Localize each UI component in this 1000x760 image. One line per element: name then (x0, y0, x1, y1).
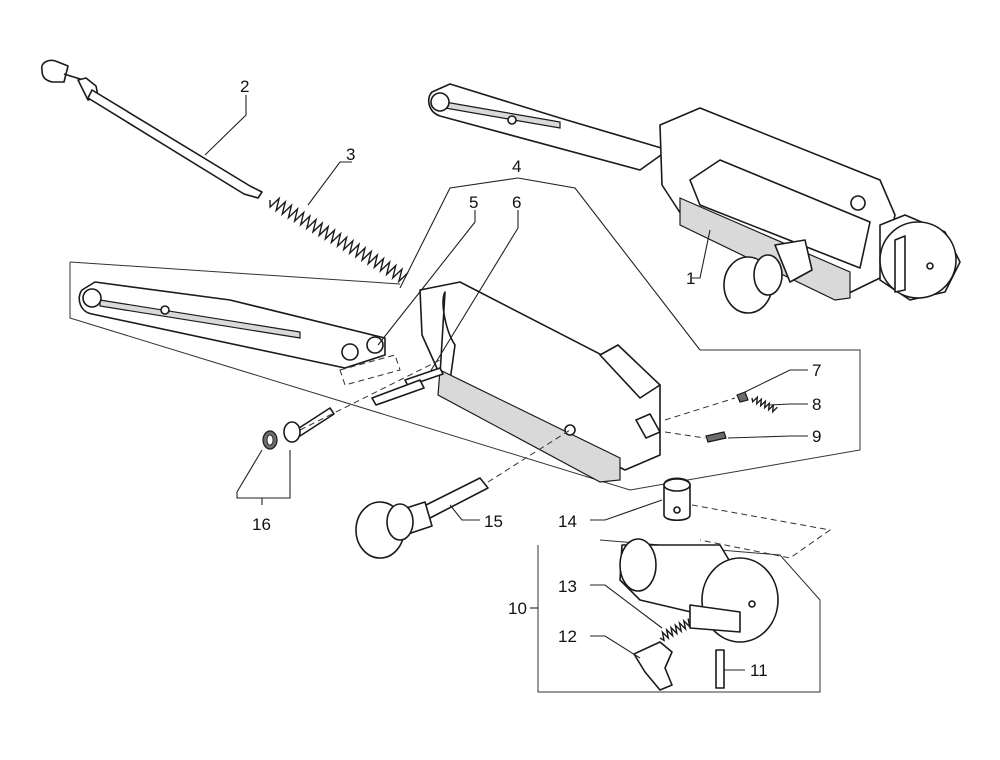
lower-lever-arm (78, 281, 386, 369)
callout-4: 4 (512, 157, 521, 176)
part-15-plunger (355, 477, 489, 559)
callout-labels: 2 3 4 5 6 1 7 8 9 16 15 14 13 10 12 11 (240, 77, 821, 680)
callout-12: 12 (558, 627, 577, 646)
callout-2: 2 (240, 77, 249, 96)
callout-11: 11 (750, 661, 768, 680)
callout-15: 15 (484, 512, 503, 531)
leader-lines (204, 95, 808, 671)
part-12-latch (633, 641, 673, 691)
callout-10: 10 (508, 599, 527, 618)
part-6-pin (371, 379, 425, 406)
group-frame-10 (537, 539, 821, 693)
callout-9: 9 (812, 427, 821, 446)
callout-8: 8 (812, 395, 821, 414)
callout-13: 13 (558, 577, 577, 596)
callout-3: 3 (346, 145, 355, 164)
callout-14: 14 (558, 512, 577, 531)
part-9-pin (705, 431, 727, 443)
callout-5: 5 (469, 193, 478, 212)
part-10-subassembly (619, 538, 779, 643)
part-3-spring (269, 196, 409, 284)
part-1-assembly (427, 83, 961, 314)
callout-16: 16 (252, 515, 271, 534)
part-7-ball (736, 391, 749, 403)
callout-7: 7 (812, 361, 821, 380)
part-2-rod (40, 59, 263, 199)
part-13-spring (659, 618, 691, 642)
callout-1: 1 (686, 269, 695, 288)
callout-6: 6 (512, 193, 521, 212)
part-14-block (663, 477, 691, 522)
part-11-pin (715, 649, 725, 689)
housing-body (419, 281, 661, 483)
group-frame-4 (69, 262, 861, 491)
part-16-screw-washer (262, 407, 335, 450)
